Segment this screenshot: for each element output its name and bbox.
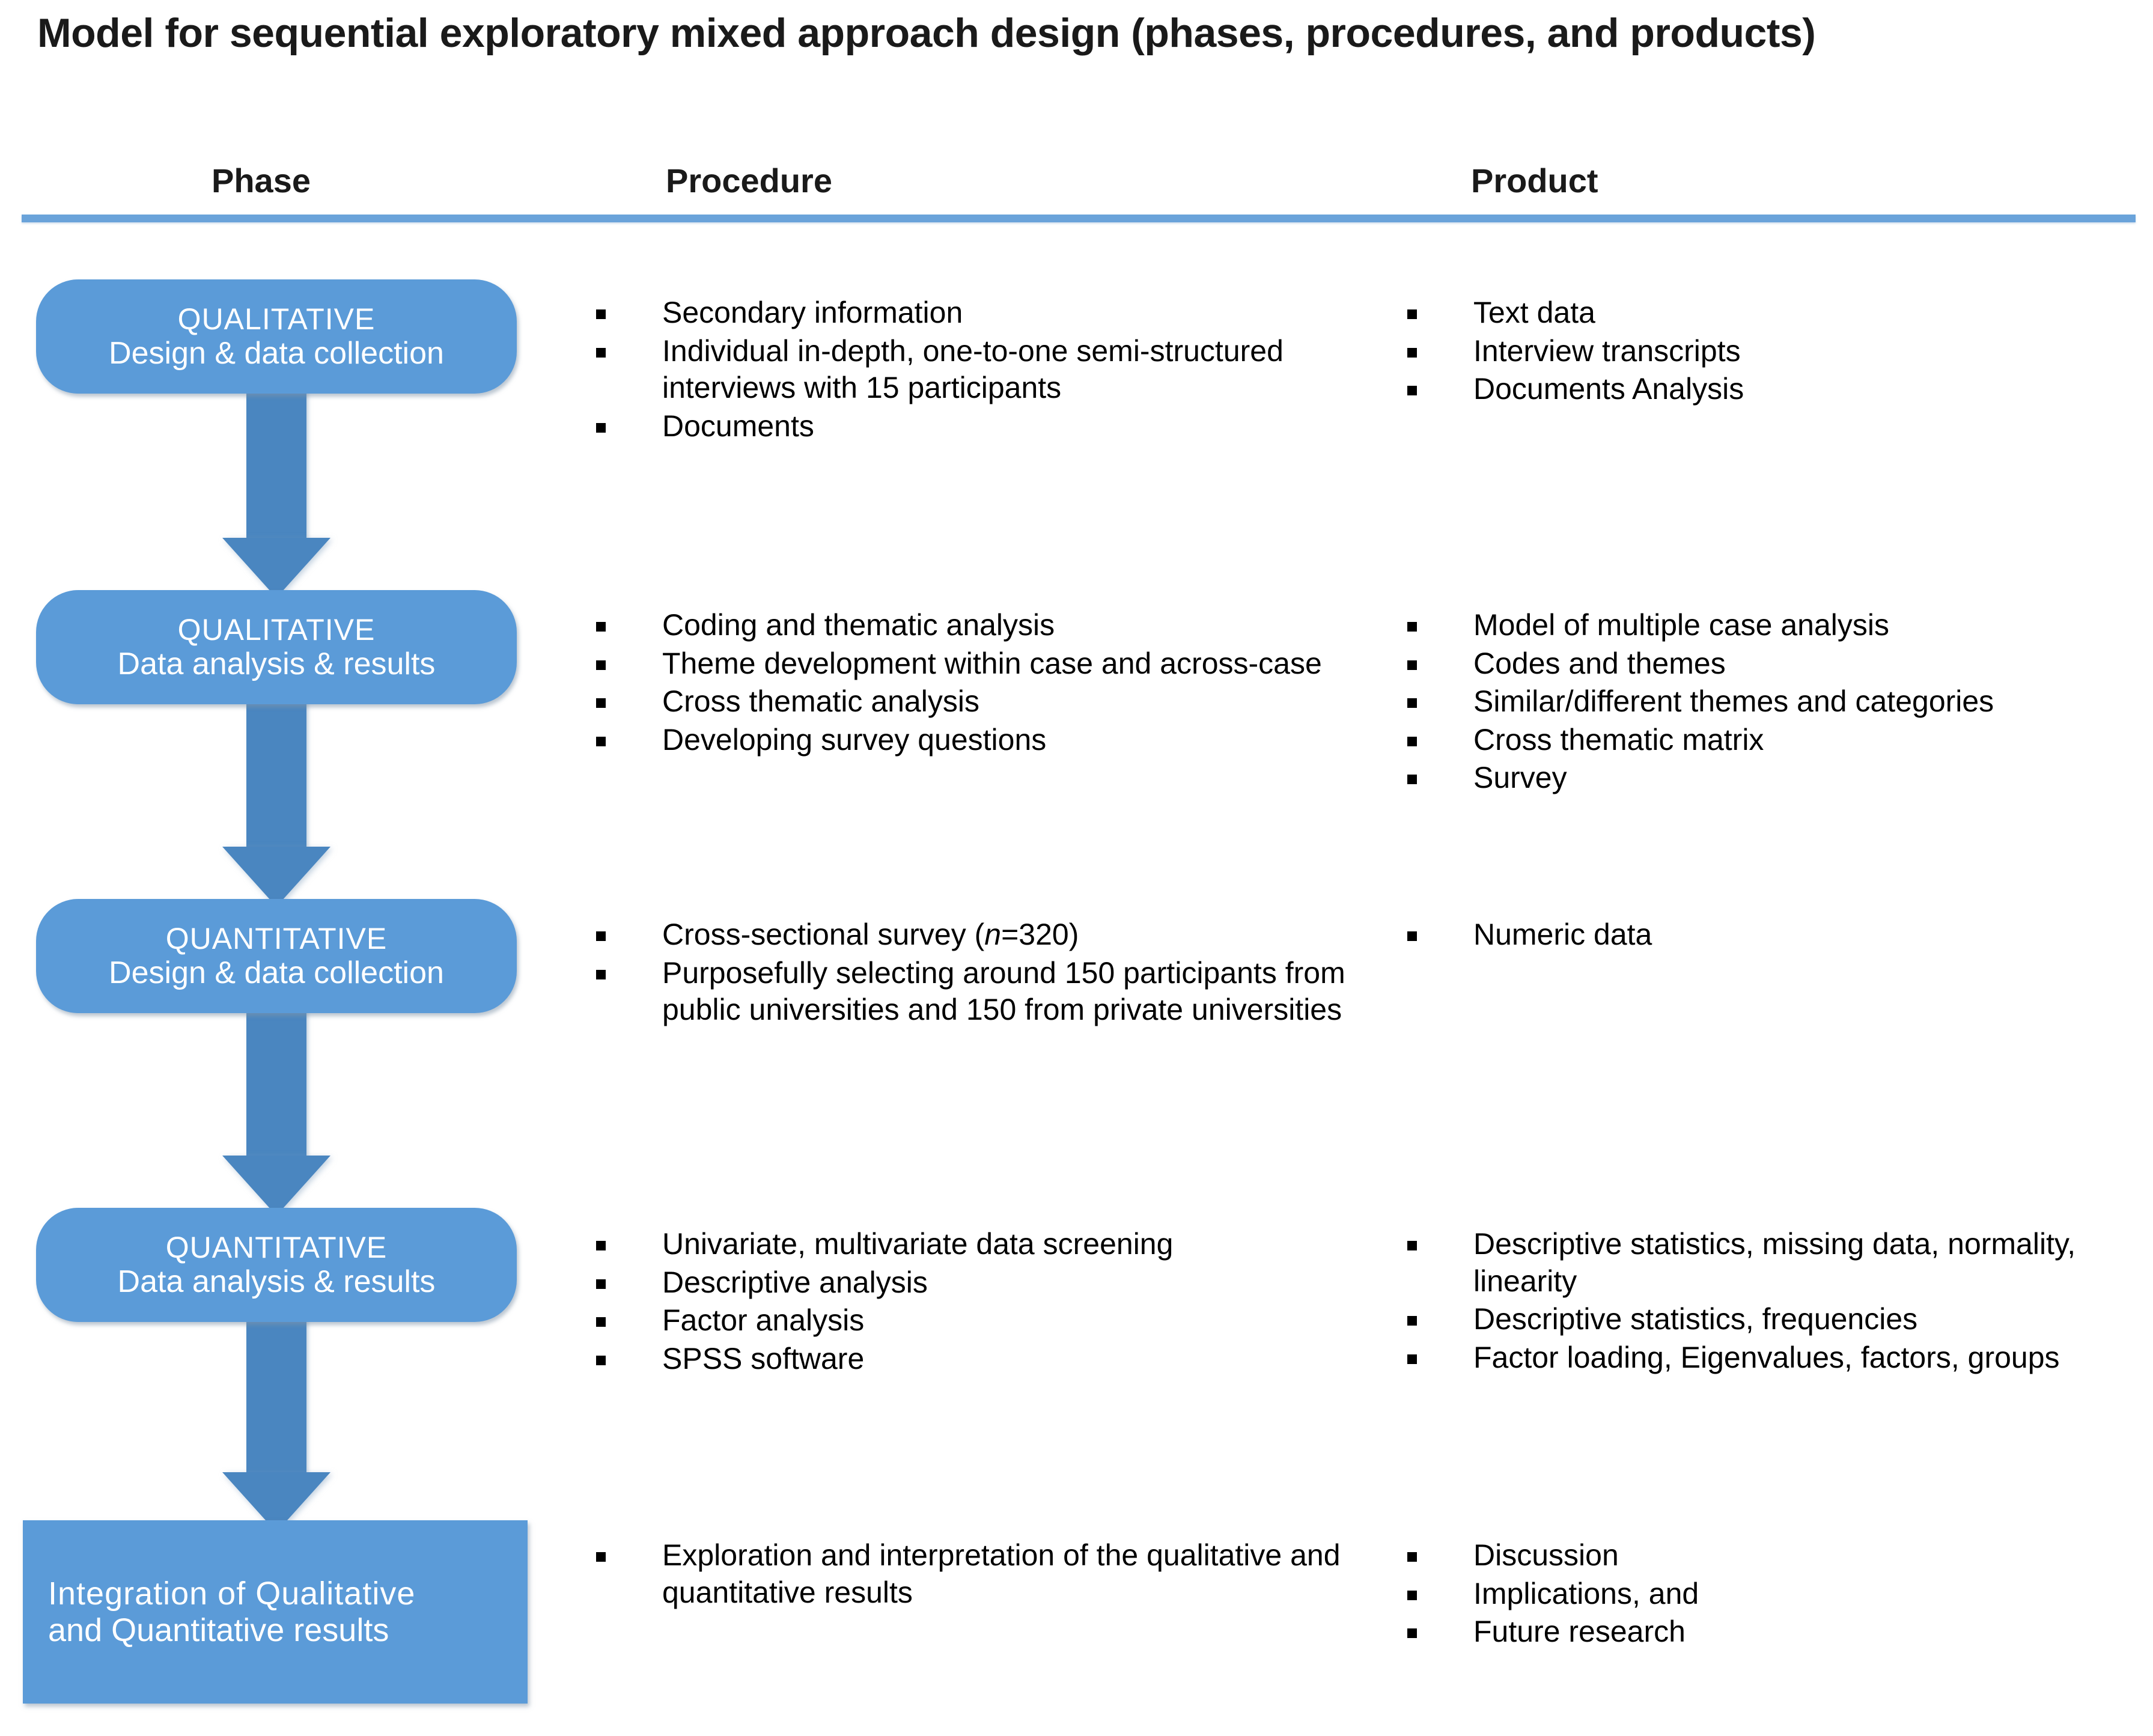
- product-list-row-3: Numeric data: [1400, 916, 2153, 955]
- header-divider-rule: [22, 215, 2136, 222]
- arrow-shaft: [246, 695, 306, 847]
- flow-arrow-down-3: [222, 1004, 330, 1216]
- list-item: Interview transcripts: [1400, 333, 2153, 370]
- phase-box-title: QUANTITATIVE: [165, 921, 388, 955]
- list-item: Codes and themes: [1400, 645, 2153, 683]
- list-item: Theme development within case and across…: [589, 645, 1382, 683]
- phase-box-subtitle: Data analysis & results: [117, 1264, 436, 1299]
- arrow-shaft: [246, 385, 306, 538]
- list-item: Survey: [1400, 760, 2153, 797]
- column-header-phase: Phase: [212, 162, 311, 199]
- procedure-list-row-4: Univariate, multivariate data screening …: [589, 1226, 1382, 1378]
- phase-box-subtitle: Design & data collection: [109, 955, 444, 990]
- list-item: Implications, and: [1400, 1576, 2153, 1613]
- list-item: Descriptive statistics, frequencies: [1400, 1301, 2153, 1338]
- arrow-head-icon: [222, 538, 330, 598]
- list-item: Purposefully selecting around 150 partic…: [589, 955, 1382, 1029]
- phase-box-qualitative-analysis[interactable]: QUALITATIVE Data analysis & results: [36, 590, 517, 704]
- phase-box-quantitative-analysis[interactable]: QUANTITATIVE Data analysis & results: [36, 1208, 517, 1322]
- list-item: Individual in-depth, one-to-one semi-str…: [589, 333, 1382, 407]
- list-item: Univariate, multivariate data screening: [589, 1226, 1382, 1263]
- list-item: Descriptive analysis: [589, 1264, 1382, 1302]
- phase-box-qualitative-design[interactable]: QUALITATIVE Design & data collection: [36, 279, 517, 394]
- flow-arrow-down-1: [222, 385, 330, 598]
- arrow-shaft: [246, 1313, 306, 1472]
- phase-box-title: QUALITATIVE: [177, 302, 376, 336]
- arrow-head-icon: [222, 847, 330, 907]
- list-item: Secondary information: [589, 294, 1382, 332]
- list-item: Similar/different themes and categories: [1400, 683, 2153, 720]
- phase-box-subtitle: Design & data collection: [109, 335, 444, 371]
- list-item: Documents: [589, 408, 1382, 445]
- list-item: Coding and thematic analysis: [589, 607, 1382, 644]
- phase-box-quantitative-design[interactable]: QUANTITATIVE Design & data collection: [36, 899, 517, 1013]
- list-item: SPSS software: [589, 1341, 1382, 1378]
- list-item: Factor analysis: [589, 1302, 1382, 1339]
- list-item: Model of multiple case analysis: [1400, 607, 2153, 644]
- phase-box-subtitle: and Quantitative results: [48, 1612, 389, 1648]
- product-list-row-2: Model of multiple case analysis Codes an…: [1400, 607, 2153, 798]
- flow-arrow-down-2: [222, 695, 330, 907]
- column-header-procedure: Procedure: [666, 162, 832, 199]
- list-item: Documents Analysis: [1400, 371, 2153, 408]
- list-item: Factor loading, Eigenvalues, factors, gr…: [1400, 1339, 2153, 1377]
- list-item: Descriptive statistics, missing data, no…: [1400, 1226, 2153, 1300]
- procedure-list-row-2: Coding and thematic analysis Theme devel…: [589, 607, 1382, 760]
- product-list-row-1: Text data Interview transcripts Document…: [1400, 294, 2153, 409]
- phase-box-title: QUALITATIVE: [177, 612, 376, 647]
- phase-box-integration[interactable]: Integration of Qualitative and Quantitat…: [23, 1520, 528, 1704]
- product-list-row-4: Descriptive statistics, missing data, no…: [1400, 1226, 2153, 1377]
- list-item: Developing survey questions: [589, 722, 1382, 759]
- page-title: Model for sequential exploratory mixed a…: [37, 10, 1816, 56]
- phase-box-title: Integration of Qualitative: [48, 1576, 416, 1612]
- list-item: Cross-sectional survey (n=320): [589, 916, 1382, 954]
- procedure-list-row-5: Exploration and interpretation of the qu…: [589, 1537, 1382, 1612]
- list-item: Discussion: [1400, 1537, 2153, 1574]
- list-item: Future research: [1400, 1613, 2153, 1651]
- list-item: Exploration and interpretation of the qu…: [589, 1537, 1382, 1611]
- column-header-product: Product: [1471, 162, 1598, 199]
- phase-box-title: QUANTITATIVE: [165, 1230, 388, 1264]
- list-item: Text data: [1400, 294, 2153, 332]
- procedure-list-row-1: Secondary information Individual in-dept…: [589, 294, 1382, 446]
- arrow-shaft: [246, 1004, 306, 1156]
- arrow-head-icon: [222, 1156, 330, 1216]
- product-list-row-5: Discussion Implications, and Future rese…: [1400, 1537, 2153, 1652]
- flow-arrow-down-4: [222, 1313, 330, 1532]
- phase-box-subtitle: Data analysis & results: [117, 646, 436, 681]
- procedure-list-row-3: Cross-sectional survey (n=320) Purposefu…: [589, 916, 1382, 1030]
- phase-flow-column: QUALITATIVE Design & data collection QUA…: [0, 0, 541, 1736]
- list-item: Cross thematic analysis: [589, 683, 1382, 720]
- list-item: Cross thematic matrix: [1400, 722, 2153, 759]
- list-item: Numeric data: [1400, 916, 2153, 954]
